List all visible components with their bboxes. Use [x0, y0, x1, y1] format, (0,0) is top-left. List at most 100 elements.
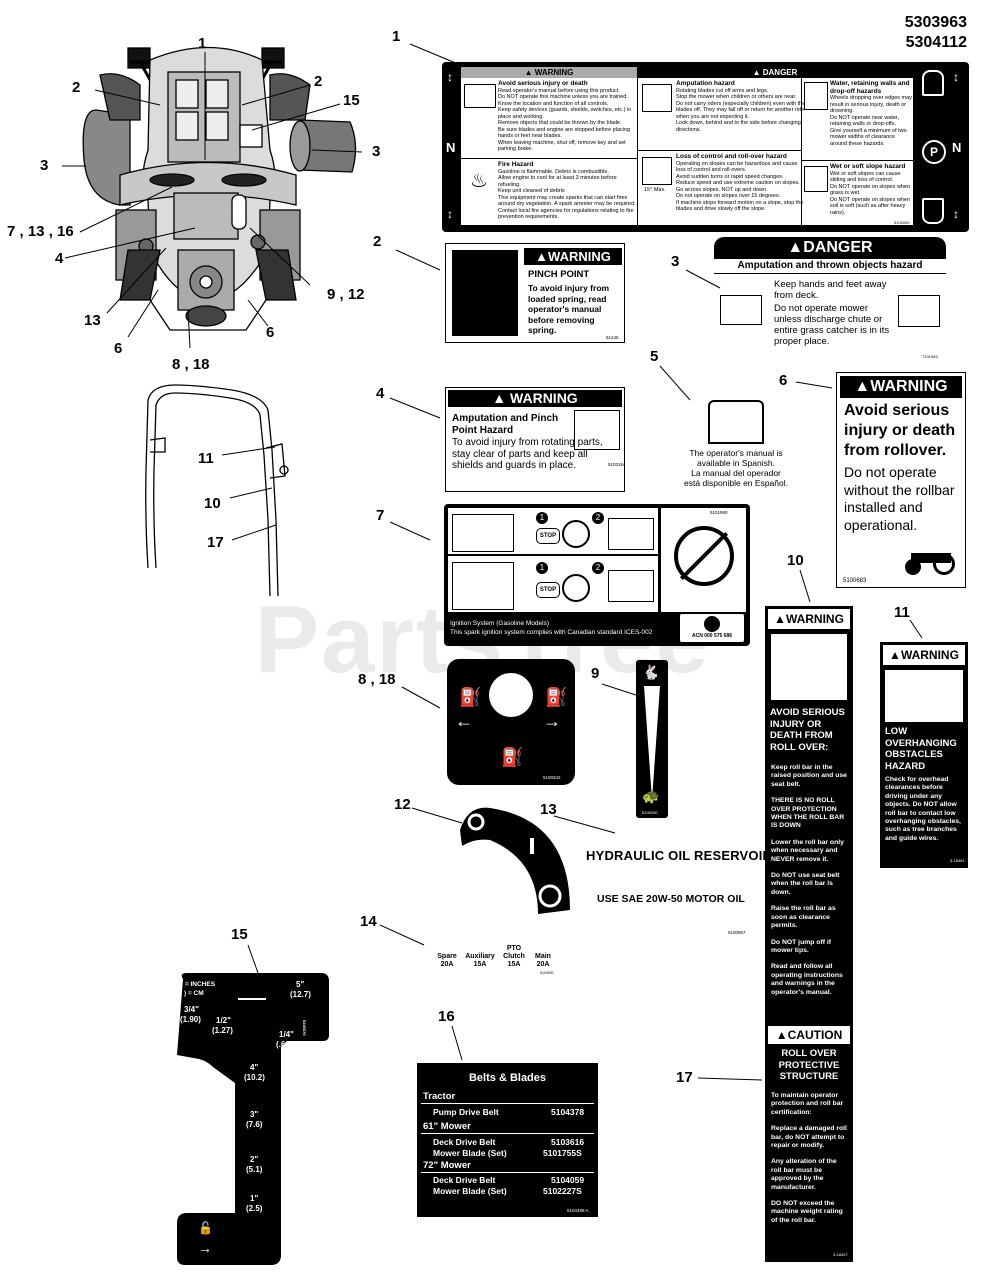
gauge-legend-1: " = INCHES — [180, 981, 216, 988]
decal1-code: 5100000 — [894, 220, 910, 225]
gauge-1in: 1" — [250, 1194, 259, 1203]
callout-13: 13 — [84, 312, 101, 329]
loss-item-3: Go across slopes. NOT up and down. — [676, 186, 768, 193]
label-9: 9 — [591, 665, 600, 682]
decal-16-belts-blades: Belts & Blades Tractor Pump Drive Belt 5… — [417, 1063, 598, 1217]
part-number-secondary: 5304112 — [905, 34, 967, 51]
deck-belt-61-part: 5103616 — [551, 1137, 585, 1147]
amp-item-1: Stop the mower when children or others a… — [676, 94, 797, 100]
fire-item-1: Allow engine to cool for at least 3 minu… — [498, 175, 617, 188]
fuse-pto-amp: 15A — [507, 961, 521, 968]
avoid-item-5: Remove objects that could be thrown by t… — [498, 120, 622, 126]
gauge-3in: 3" — [250, 1110, 259, 1119]
mower-person-icon — [452, 514, 514, 552]
decal7-acn: ACN 000 575 686 — [691, 633, 733, 639]
decal13-code: 5100957 — [728, 930, 746, 935]
water-item-2: Give yourself a minimum of two mower wid… — [830, 127, 907, 147]
avoid-title: Avoid serious injury or death — [498, 80, 588, 87]
decal10-p1: Keep roll bar in the raised position and… — [771, 764, 847, 788]
amp-item-3: Look down, behind and to the side before… — [676, 120, 801, 133]
lock-icon — [922, 70, 944, 96]
decal-6-rollover: ▲WARNING Avoid serious injury or death f… — [836, 372, 966, 588]
gauge-legend-2: ( ) = CM — [180, 990, 204, 997]
avoid-item-3: Know the location and function of all co… — [498, 100, 609, 107]
decal7-ign-body: This spark ignition system complies with… — [450, 629, 653, 636]
step2-icon: 2 — [592, 512, 604, 524]
decal11-body: Check for overhead clearances before dri… — [885, 776, 961, 842]
deck-belt-72-label: Deck Drive Belt — [433, 1175, 496, 1185]
decal10-warning: WARNING — [785, 612, 844, 626]
right-arrow-icon: → — [543, 711, 561, 731]
avoid-item-6: Be sure blades and engine are stopped be… — [498, 126, 631, 140]
label-1: 1 — [392, 28, 401, 45]
amp-sub: Rotating blades cut off arms and legs. — [676, 87, 769, 94]
label-13: 13 — [540, 801, 557, 818]
decal10-p5: Raise the roll bar as soon as clearance … — [771, 905, 836, 930]
decal3-subtitle: Amputation and thrown objects hazard — [714, 260, 946, 274]
deck-belt-61-label: Deck Drive Belt — [433, 1137, 496, 1147]
decal3-bullet-1: Keep hands and feet away from deck. — [774, 279, 887, 301]
part-number-primary: 5303963 — [904, 14, 967, 31]
callout-3-left: 3 — [40, 157, 49, 174]
callout-1: 1 — [198, 35, 207, 52]
decal4-warning: WARNING — [510, 390, 578, 406]
water-sub: Wheels dropping over edges may result in… — [830, 95, 912, 114]
loss-title: Loss of control and roll-over hazard — [676, 153, 787, 160]
open-book-icon — [708, 400, 764, 444]
mower-child-icon — [642, 84, 672, 112]
decal-12-key-switch — [460, 807, 570, 914]
gauge-4cm: (10.2) — [244, 1073, 265, 1082]
label-16: 16 — [438, 1008, 455, 1025]
decal16-title: Belts & Blades — [468, 1072, 547, 1084]
callout-2-right: 2 — [314, 73, 323, 90]
callout-6-left: 6 — [114, 340, 123, 357]
decal7-code: 5101990 — [710, 510, 728, 515]
arrow-down-right-icon: ↕ — [953, 207, 959, 221]
decal4-body: To avoid injury from rotating parts, sta… — [452, 437, 603, 471]
callout-10-rollbar: 10 — [204, 495, 221, 512]
callout-3-right: 3 — [372, 143, 381, 160]
rollover-icon — [771, 634, 847, 700]
tractor-top-view — [62, 46, 363, 349]
decal-10-17-rollbar: ▲WARNING AVOID SERIOUS INJURY OR DEATH F… — [765, 606, 853, 1262]
turtle-icon: 🐢 — [642, 788, 660, 804]
decal10-c4: DO NOT exceed the machine weight rating … — [771, 1200, 843, 1224]
gauge-5in: 5" — [296, 980, 305, 989]
callout-9-12: 9 , 12 — [327, 286, 365, 303]
decal3-danger: DANGER — [803, 239, 873, 256]
decal8-code: 5100342 — [543, 775, 561, 780]
fuse-spare-amp: 20A — [440, 961, 454, 968]
decal5-line2: available in Spanish. — [697, 458, 775, 468]
decal10-c3: Any alteration of the roll bar must be a… — [771, 1158, 837, 1191]
fire-sub: Gasoline is flammable. Debris is combust… — [498, 168, 609, 175]
avoid-item-1: Read operator's manual before using this… — [498, 87, 620, 94]
rider-icon — [452, 562, 514, 610]
fuel-center-hole — [489, 673, 533, 717]
callout-6-right: 6 — [266, 324, 275, 341]
n-left: N — [446, 140, 456, 155]
decal10-c2: Replace a damaged roll bar, do NOT attem… — [771, 1125, 847, 1150]
callout-7-13-16: 7 , 13 , 16 — [7, 223, 74, 240]
decal7-ign-title: Ignition System (Gasoline Models) — [450, 620, 549, 627]
gauge-4in: 4" — [250, 1063, 259, 1072]
arrow-down-left-icon: ↕ — [447, 207, 453, 221]
decal11-title: LOW OVERHANGING OBSTACLES HAZARD — [885, 726, 957, 772]
blade-61-part: 5101755S — [543, 1148, 582, 1158]
decal10-caution: CAUTION — [787, 1028, 843, 1042]
label-17: 17 — [676, 1069, 693, 1086]
left-arrow-icon: ← — [455, 711, 473, 731]
deck-height-icon — [238, 982, 266, 1000]
hand-blade-icon — [720, 295, 762, 325]
wet-title: Wet or soft slope hazard — [830, 163, 906, 170]
no-reverse-mowing-icon — [674, 526, 734, 586]
gauge-5cm: (12.7) — [290, 990, 311, 999]
loss-item-2: Reduce speed and use extreme caution on … — [676, 180, 800, 186]
rabbit-icon: 🐇 — [642, 664, 660, 680]
ctick-icon — [704, 616, 720, 632]
unlock-icon — [922, 198, 944, 224]
book-icon — [464, 84, 496, 108]
pump-belt-part: 5104378 — [551, 1107, 585, 1117]
decal10-p2: THERE IS NO ROLL OVER PROTECTION WHEN TH… — [771, 797, 845, 830]
arrow-up-right-icon: ↕ — [953, 70, 959, 84]
